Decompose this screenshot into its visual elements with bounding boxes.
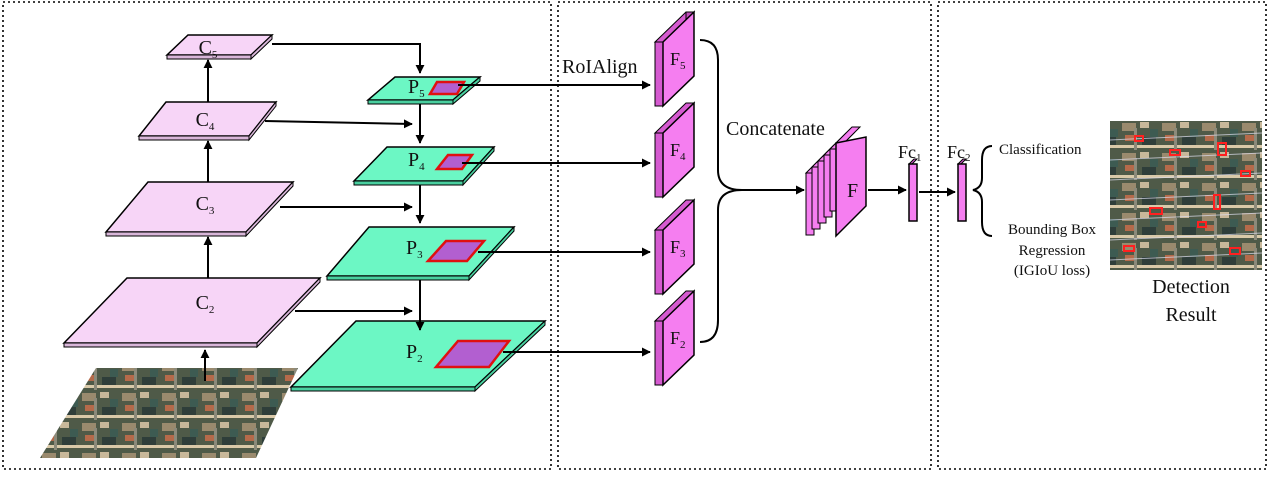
- detection-result-image: [1109, 121, 1263, 270]
- c2-layer: [62, 276, 322, 349]
- p2-layer: [289, 319, 547, 393]
- roi-section-frame: [557, 1, 932, 470]
- p4-label: P4: [408, 149, 425, 173]
- f4-label: F4: [670, 140, 686, 163]
- c4-layer: [137, 100, 278, 142]
- fused-feature-stack: [804, 126, 867, 238]
- p5-roi-box: [427, 80, 467, 96]
- bbox-line-1: Bounding Box: [1008, 222, 1096, 238]
- f5-map: [653, 10, 696, 108]
- p3-roi-box: [425, 239, 487, 263]
- f4-map: [653, 101, 696, 199]
- result-line-2: Result: [1165, 304, 1217, 326]
- f2-map: [653, 289, 696, 387]
- p4-layer: [352, 145, 496, 187]
- concat-brace: [699, 39, 743, 343]
- p2-roi-box: [433, 339, 512, 369]
- p3-label: P3: [406, 237, 423, 261]
- c3-layer: [104, 180, 295, 238]
- bbox-line-2: Regression: [1019, 243, 1086, 259]
- output-brace: [972, 145, 993, 237]
- bbox-line-3: (IGIoU loss): [1014, 263, 1090, 279]
- arrow-c4-to-p4: [264, 119, 413, 129]
- c2-label: C2: [196, 292, 215, 316]
- p4-roi-box: [434, 153, 475, 171]
- arrow-c5-to-p5: [272, 43, 425, 74]
- f3-label: F3: [670, 237, 686, 260]
- p2-label: P2: [406, 341, 423, 365]
- f2-label: F2: [670, 328, 686, 351]
- fc2-label: Fc2: [947, 142, 971, 164]
- p5-label: P5: [408, 76, 425, 100]
- fc1-label: Fc1: [898, 142, 922, 164]
- head-section-frame: [937, 1, 1267, 470]
- input-aerial-image: [40, 368, 298, 458]
- roialign-label: RoIAlign: [562, 56, 638, 78]
- p5-layer: [365, 75, 483, 106]
- c5-label: C5: [199, 37, 218, 61]
- result-line-1: Detection: [1152, 276, 1230, 298]
- c4-label: C4: [196, 109, 215, 133]
- f3-map: [653, 198, 696, 296]
- fused-f-label: F: [847, 180, 858, 202]
- fc2-bar: [956, 158, 968, 222]
- backbone-section-frame: [2, 1, 552, 470]
- f5-label: F5: [670, 49, 686, 72]
- c5-layer: [165, 33, 274, 61]
- classification-label: Classification: [999, 142, 1082, 158]
- c3-label: C3: [196, 193, 215, 217]
- concatenate-label: Concatenate: [726, 118, 825, 140]
- fc1-bar: [907, 158, 919, 222]
- p3-layer: [325, 225, 516, 282]
